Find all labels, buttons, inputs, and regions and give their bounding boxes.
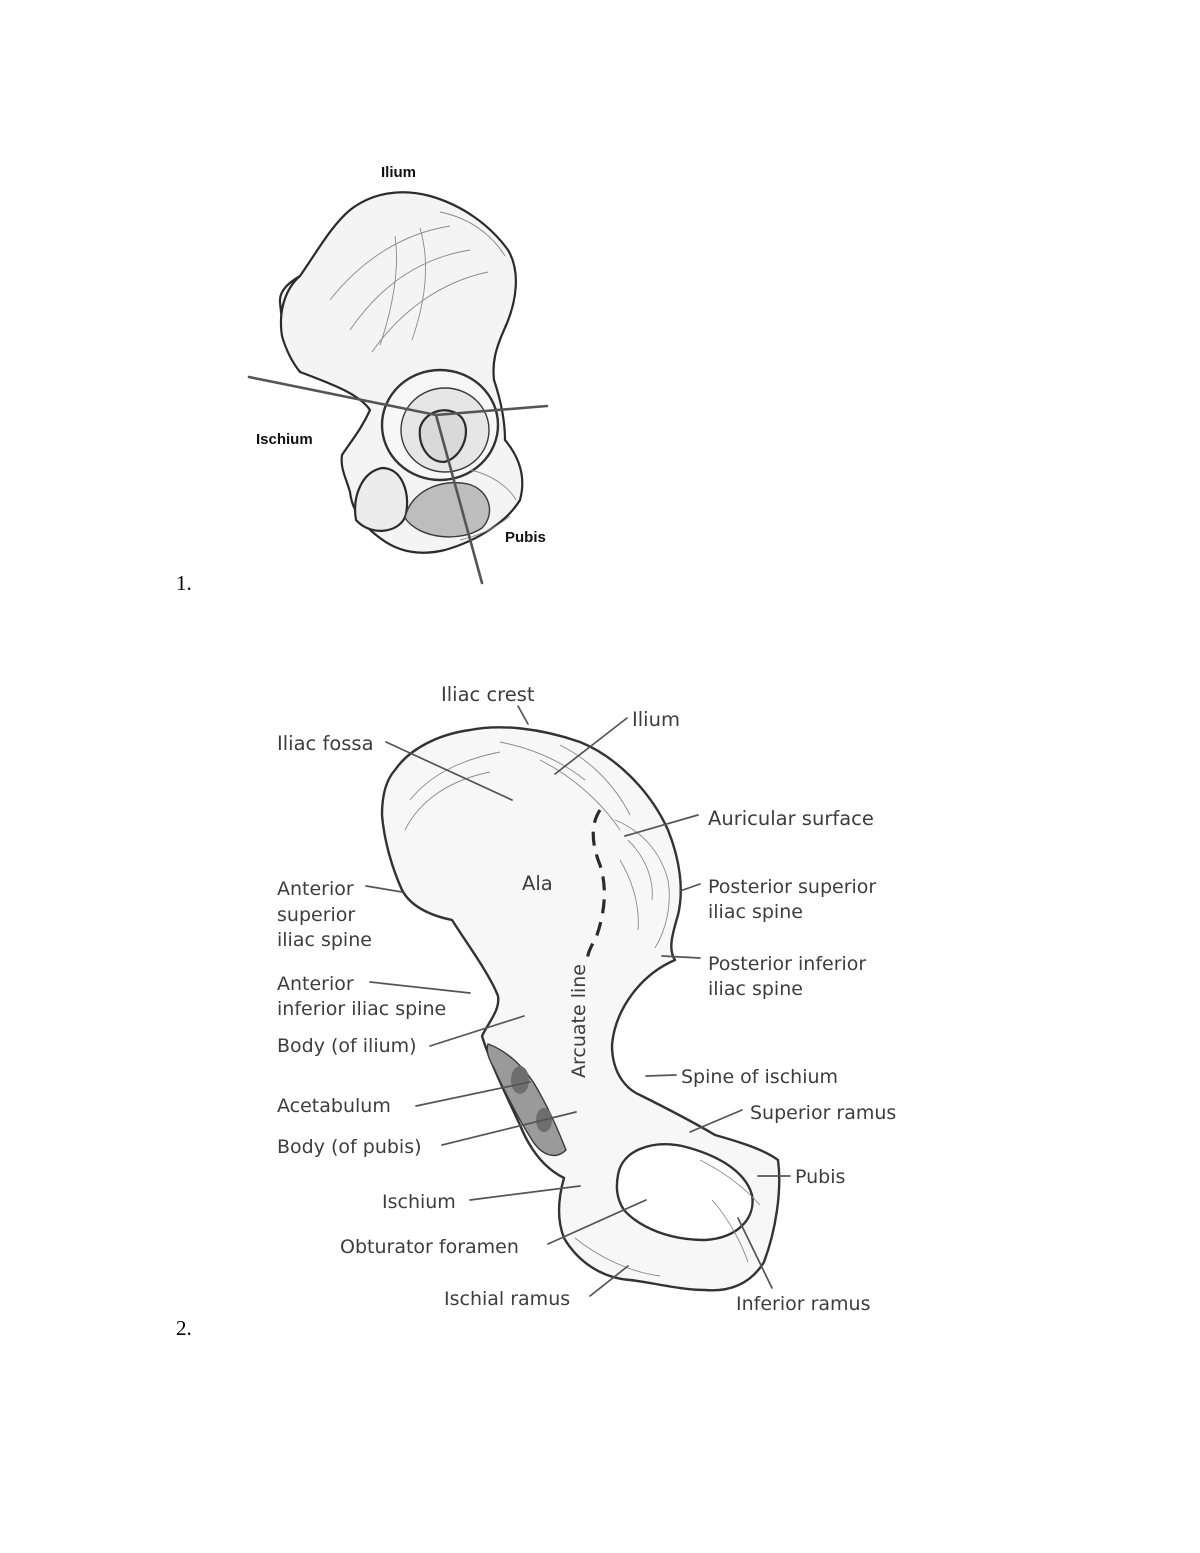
leader-anterior-superior-iliac-spine (365, 885, 403, 893)
label-obturator-foramen: Obturator foramen (340, 1236, 519, 1258)
leader-iliac-fossa (385, 741, 513, 801)
label-ilium: Ilium (632, 708, 680, 731)
hip-bone-drawing-2 (380, 726, 781, 1292)
label-anterior-superior-iliac-spine-line3: iliac spine (277, 929, 372, 951)
label-body-of-ilium: Body (of ilium) (277, 1035, 417, 1057)
leader-ischial-ramus (589, 1265, 629, 1297)
label-spine-of-ischium: Spine of ischium (681, 1066, 838, 1088)
label-arcuate-line: Arcuate line (568, 964, 590, 1078)
label-inferior-ramus: Inferior ramus (736, 1293, 871, 1315)
hip-bone-drawing-1 (278, 191, 524, 554)
leader-ilium (554, 717, 628, 775)
label-ilium: Ilium (381, 164, 416, 181)
label-posterior-superior-iliac-spine-line2: iliac spine (708, 901, 803, 923)
leader-superior-ramus (689, 1109, 743, 1133)
ilium-pubis-division-line (434, 404, 549, 417)
label-pubis: Pubis (795, 1166, 845, 1188)
label-acetabulum: Acetabulum (277, 1095, 391, 1117)
ischium-ilium-division-line (247, 375, 438, 417)
label-superior-ramus: Superior ramus (750, 1102, 896, 1124)
label-iliac-crest: Iliac crest (441, 683, 535, 706)
label-body-of-pubis: Body (of pubis) (277, 1136, 422, 1158)
leader-posterior-superior-iliac-spine (679, 883, 701, 892)
leader-acetabulum (415, 1081, 531, 1107)
leader-obturator-foramen (547, 1199, 647, 1245)
leader-iliac-crest (517, 705, 529, 725)
leader-auricular-surface (624, 814, 699, 837)
figure-2-number: 2. (176, 1316, 192, 1340)
label-anterior-superior-iliac-spine-line1: Anterior (277, 878, 354, 900)
figure-1-hip-bone-lateral: Ilium Ischium Pubis (247, 164, 549, 585)
label-posterior-superior-iliac-spine-line1: Posterior superior (708, 876, 876, 898)
leader-anterior-inferior-iliac-spine (369, 981, 471, 994)
label-ischium: Ischium (256, 431, 313, 448)
leader-inferior-ramus (737, 1217, 773, 1289)
label-anterior-inferior-iliac-spine-line1: Anterior (277, 973, 354, 995)
leader-posterior-inferior-iliac-spine (661, 955, 701, 959)
label-pubis: Pubis (505, 529, 546, 546)
label-posterior-inferior-iliac-spine-line2: iliac spine (708, 978, 803, 1000)
label-anterior-superior-iliac-spine-line2: superior (277, 904, 355, 926)
label-auricular-surface: Auricular surface (708, 807, 874, 830)
label-ischium: Ischium (382, 1191, 456, 1213)
leader-spine-of-ischium (645, 1074, 677, 1077)
label-posterior-inferior-iliac-spine-line1: Posterior inferior (708, 953, 866, 975)
leader-lines (365, 705, 791, 1297)
label-ala: Ala (522, 872, 553, 895)
label-ischial-ramus: Ischial ramus (444, 1288, 570, 1310)
leader-body-of-ilium (429, 1015, 525, 1047)
arcuate-line-dashed (585, 809, 606, 965)
division-lines (247, 375, 549, 585)
ischium-pubis-division-line (434, 413, 484, 585)
leader-body-of-pubis (441, 1111, 577, 1146)
figure-1-number: 1. (176, 571, 192, 595)
label-anterior-inferior-iliac-spine-line2: inferior iliac spine (277, 998, 446, 1020)
leader-ischium (469, 1185, 581, 1201)
label-iliac-fossa: Iliac fossa (277, 732, 374, 755)
